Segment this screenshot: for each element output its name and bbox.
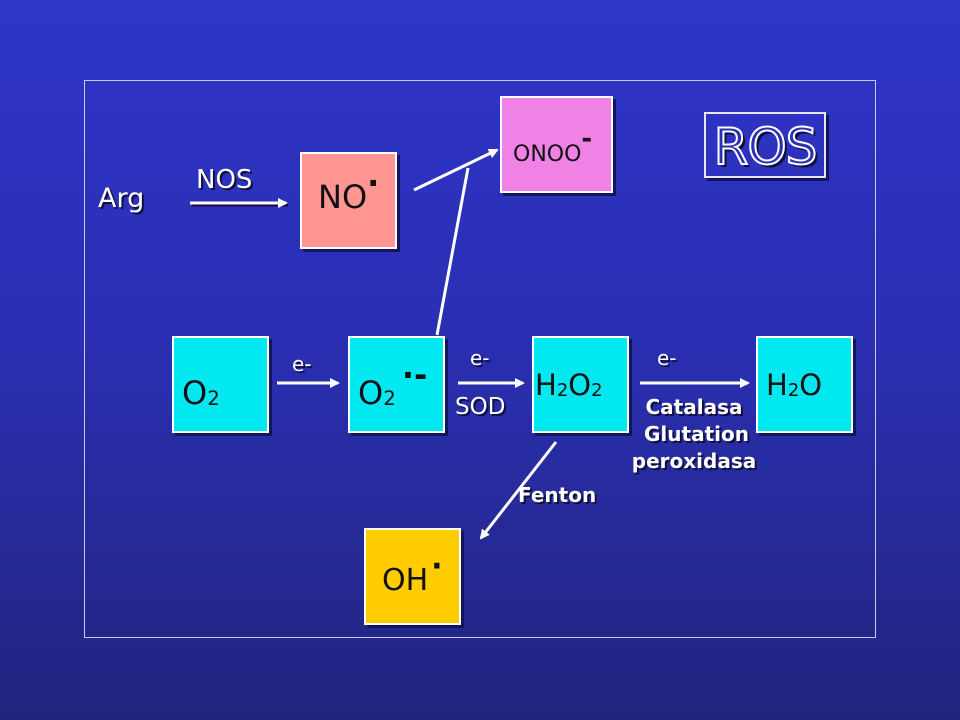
h2o2-label: H2O2: [535, 368, 603, 402]
fenton-label: Fenton: [518, 483, 597, 507]
no-label: NO·: [318, 164, 379, 216]
line-superoxide-to-onoo: [435, 167, 470, 336]
o2-base: O: [182, 374, 208, 412]
h2o2-box: [532, 336, 629, 433]
oh-box: [364, 528, 461, 625]
o2-subscript: 2: [207, 386, 220, 410]
oh-label: OH·: [382, 549, 443, 598]
enzyme-catalasa: Catalasa: [645, 395, 743, 419]
onoo-base: ONOO: [513, 142, 582, 167]
superoxide-subscript: 2: [383, 386, 396, 410]
superoxide-label: O2·-: [358, 356, 427, 412]
o2-label: O2: [182, 374, 220, 412]
h2o-subscript: 2: [787, 379, 800, 401]
h2o2-subscript-1: 2: [556, 379, 569, 401]
enzyme-peroxidasa: peroxidasa: [631, 449, 757, 473]
sod-label: SOD: [455, 394, 506, 420]
h2o-o: O: [799, 368, 823, 402]
oh-radical-dot: ·: [431, 549, 443, 584]
arrow-h2o2-to-oh: [479, 441, 558, 540]
o2-box: [172, 336, 269, 433]
diagram-title: ROS: [713, 117, 819, 177]
no-box: [300, 152, 397, 249]
onoo-charge: -: [581, 124, 593, 154]
arg-label: Arg: [98, 183, 145, 214]
electron-label-2: e-: [470, 346, 490, 370]
oh-base: OH: [382, 563, 429, 598]
h2o-box: [756, 336, 853, 433]
arrow-no-to-onoo: [413, 148, 499, 192]
electron-label-3: e-: [657, 346, 677, 370]
h2o-h: H: [766, 368, 788, 402]
nos-label: NOS: [196, 165, 253, 195]
title-box: ROS: [704, 112, 826, 178]
onoo-label: ONOO-: [513, 124, 592, 168]
no-radical-dot: ·: [367, 164, 380, 202]
electron-label-1: e-: [292, 352, 312, 376]
h2o2-o: O: [568, 368, 592, 402]
diagram-frame: [84, 80, 876, 638]
arrow-arg-to-no: [190, 198, 288, 208]
h2o-label: H2O: [766, 368, 822, 402]
h2o2-subscript-2: 2: [591, 379, 603, 401]
superoxide-box: [348, 336, 445, 433]
onoo-box: [500, 96, 613, 193]
superoxide-radical-charge: ·-: [401, 356, 428, 394]
superoxide-base: O: [358, 374, 384, 412]
h2o2-h: H: [535, 368, 557, 402]
no-base: NO: [318, 178, 368, 216]
enzyme-glutation: Glutation: [644, 422, 749, 446]
